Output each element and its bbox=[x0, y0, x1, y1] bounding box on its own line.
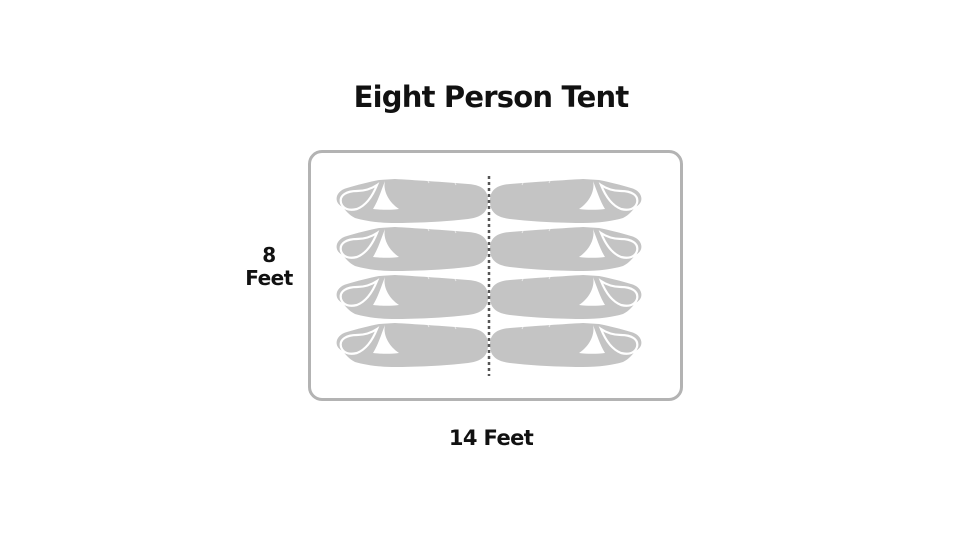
depth-label-unit: Feet bbox=[245, 266, 293, 290]
sleeping-bag-left-4 bbox=[335, 321, 490, 369]
sleeping-bag-right-1 bbox=[488, 177, 643, 225]
sleeping-bag-left-3 bbox=[335, 273, 490, 321]
sleeping-bag-right-4 bbox=[488, 321, 643, 369]
sleeping-bag-left-1 bbox=[335, 177, 490, 225]
depth-label: 8 Feet bbox=[238, 244, 300, 290]
sleeping-bag-left-2 bbox=[335, 225, 490, 273]
width-label: 14 Feet bbox=[448, 426, 534, 450]
sleeping-bag-right-2 bbox=[488, 225, 643, 273]
diagram-title: Eight Person Tent bbox=[353, 80, 630, 114]
depth-label-number: 8 bbox=[262, 243, 276, 267]
tent-floor-outline bbox=[308, 150, 683, 401]
sleeping-bag-right-3 bbox=[488, 273, 643, 321]
